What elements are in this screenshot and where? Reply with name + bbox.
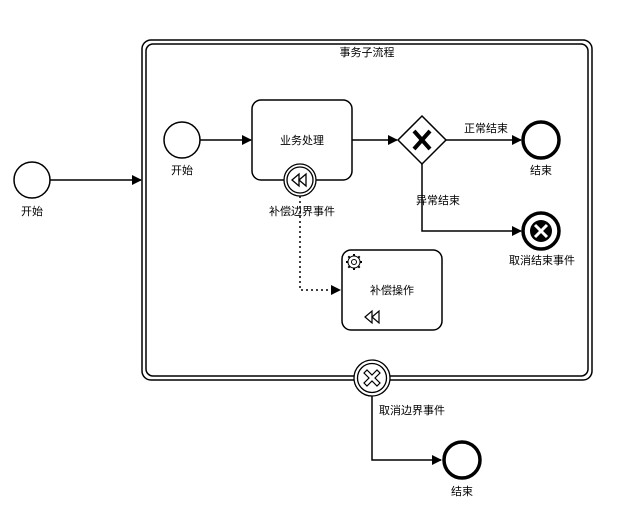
service-gear-icon	[346, 254, 362, 270]
compensation-association[interactable]	[299, 196, 341, 295]
flow-cancel-to-final-end[interactable]	[371, 396, 442, 465]
compensation-boundary-label: 补偿边界事件	[269, 204, 335, 218]
inner-start-event[interactable]	[163, 121, 201, 159]
compensation-marker-icon	[364, 309, 380, 325]
flow-gateway-abnormal[interactable]	[421, 164, 522, 236]
gateway-x-icon	[412, 129, 432, 151]
inner-start-label: 开始	[171, 163, 193, 177]
task-label: 业务处理	[280, 134, 324, 147]
compensate-task-label: 补偿操作	[370, 283, 414, 297]
compensate-task[interactable]	[341, 249, 443, 331]
inner-end-label: 结束	[530, 164, 552, 177]
cancel-end-label: 取消结束事件	[509, 253, 575, 267]
final-end-label: 结束	[451, 485, 473, 498]
inner-end-event[interactable]	[521, 120, 561, 160]
cancel-boundary-label: 取消边界事件	[379, 403, 445, 417]
gateway-normal-label: 正常结束	[464, 122, 508, 135]
outer-start-event[interactable]	[13, 161, 51, 199]
compensation-rewind-icon	[291, 172, 307, 188]
gateway-abnormal-label: 异常结束	[416, 194, 460, 207]
compensation-boundary-event[interactable]	[283, 163, 317, 197]
cancel-x-icon	[530, 220, 552, 242]
cancel-boundary-x-icon	[363, 369, 381, 387]
subprocess-title: 事务子流程	[340, 45, 395, 59]
final-end-event[interactable]	[442, 440, 482, 480]
outer-start-label: 开始	[21, 204, 43, 218]
